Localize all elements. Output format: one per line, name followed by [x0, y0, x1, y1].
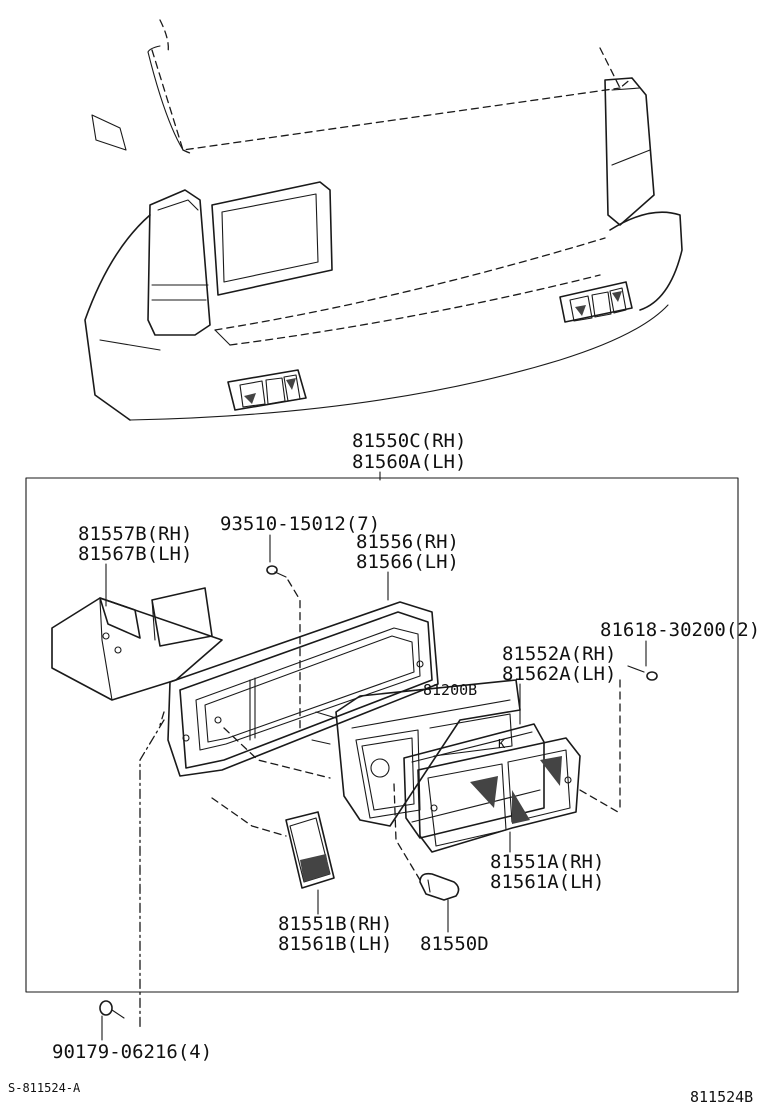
ref-code-left: S-811524-A: [8, 1081, 81, 1095]
socket-code: 81200B: [423, 681, 477, 699]
lens-part: [417, 737, 581, 853]
bulb-code: 81550D: [420, 933, 489, 955]
socket-housing-part: [311, 679, 521, 827]
screw-right-icon: [627, 665, 658, 681]
svg-text:K: K: [498, 737, 506, 751]
bracket-part: [51, 587, 223, 701]
side-lens-code-lh: 81561B(LH): [278, 933, 392, 955]
bulb-icon: [419, 872, 460, 901]
side-lens-code-rh: 81551B(RH): [278, 913, 392, 935]
nut-icon: [99, 1000, 125, 1019]
ref-code-right: 811524B: [690, 1088, 753, 1106]
gasket-code-lh: 81562A(LH): [502, 663, 616, 685]
housing-code-rh: 81556(RH): [356, 531, 459, 553]
lens-dashline: [579, 789, 619, 813]
side-lens-part: [285, 811, 335, 889]
housing-dash-left: [159, 711, 165, 726]
housing-code-lh: 81566(LH): [356, 551, 459, 573]
gasket-code-rh: 81552A(RH): [502, 643, 616, 665]
gasket-part: K: [403, 723, 545, 839]
assembly-code-rh: 81550C(RH): [352, 430, 466, 452]
screw-right-code: 81618-30200(2): [600, 619, 760, 641]
assembly-code-lh: 81560A(LH): [352, 451, 466, 473]
bulb-dashline: [393, 783, 421, 881]
housing-part: [167, 601, 439, 777]
vehicle-rear-illustration: [84, 19, 683, 421]
lens-code-rh: 81551A(RH): [490, 851, 604, 873]
nut-dashline: [139, 719, 165, 1031]
bracket-code-lh: 81567B(LH): [78, 543, 192, 565]
lens-code-lh: 81561A(LH): [490, 871, 604, 893]
screw-top-icon: [266, 565, 287, 578]
bracket-code-rh: 81557B(RH): [78, 523, 192, 545]
housing-dash-mid: [223, 727, 331, 779]
assembly-frame: [25, 477, 739, 993]
nut-code: 90179-06216(4): [52, 1041, 212, 1063]
bumper-reflector-left: [227, 369, 307, 411]
screw-top-code: 93510-15012(7): [220, 513, 380, 535]
screw-top-dashline: [287, 579, 301, 731]
bumper-reflector-right: [559, 281, 633, 323]
side-lens-dashline: [211, 797, 287, 837]
